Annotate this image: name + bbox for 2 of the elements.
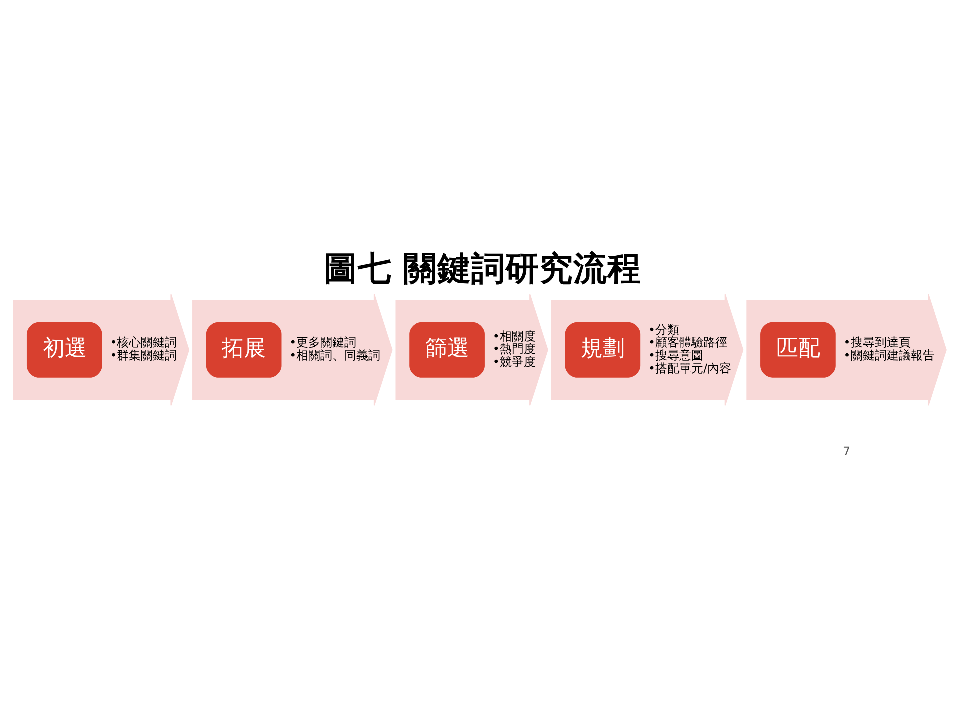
label: 7 [843,444,851,458]
diagram-title: 圖七 關鍵詞研究流程 [324,248,642,288]
